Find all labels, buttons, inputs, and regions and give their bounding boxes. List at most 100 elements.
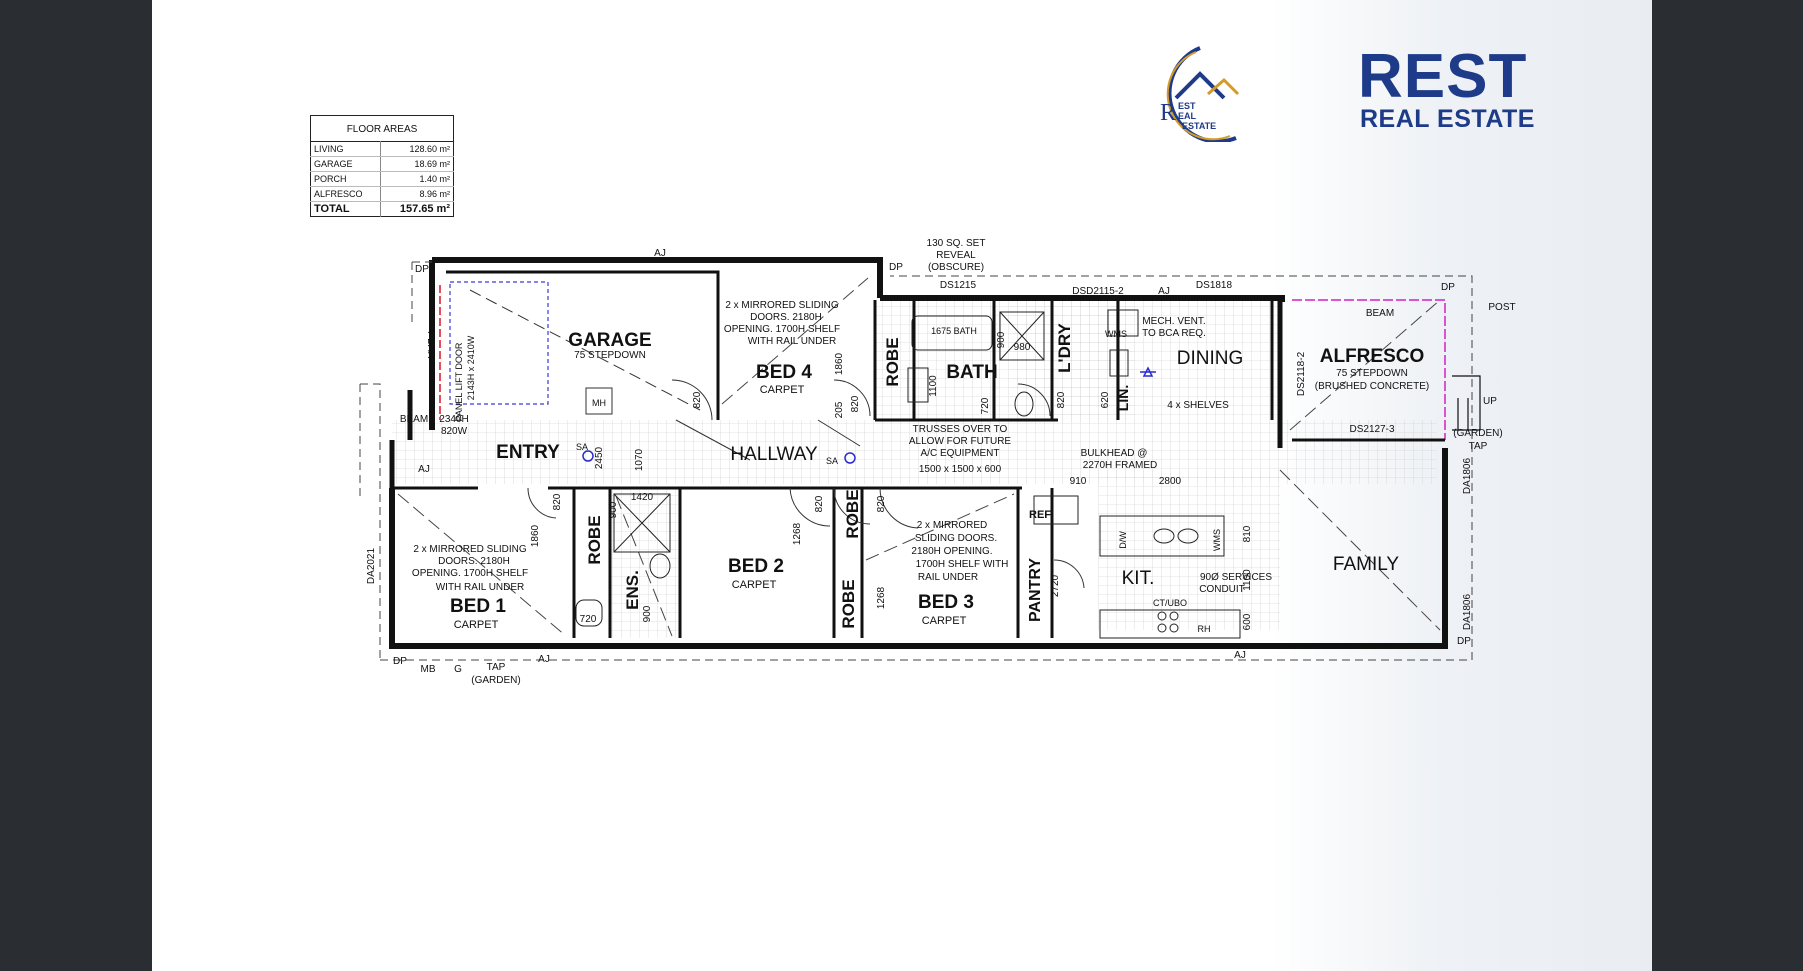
note-reveal-3: (OBSCURE) [928,262,984,273]
note-services-2: CONDUIT [1199,584,1245,595]
plan-notes: 130 SQ. SET REVEAL (OBSCURE) 2 x MIRRORE… [400,238,1516,686]
note-reveal-1: 130 SQ. SET [927,238,986,249]
code-dp-bl: DP [393,656,407,667]
note-tap-right-1: (GARDEN) [1453,428,1502,439]
room-robe-bed3: ROBE [839,579,858,628]
room-hallway: HALLWAY [730,444,818,465]
dim-820c: 820 [1056,391,1067,408]
note-tap-right-2: TAP [1469,441,1488,452]
ens-shower-icon [613,493,671,553]
step-markers [1452,375,1481,431]
dim-820e: 820 [814,495,825,512]
toilet-icon [1014,391,1034,417]
room-garage: GARAGE [568,330,651,351]
opening-codes: DS1215 DSD2115-2 DS1818 DS2118-2 DS2127-… [366,248,1473,675]
note-tap-2: (GARDEN) [471,675,520,686]
note-mech-vent-1: MECH. VENT. [1142,316,1205,327]
room-robe-bed2: ROBE [843,489,862,538]
area-name: ALFRESCO [310,186,381,202]
note-dw: D/W [1118,531,1128,549]
dim-910: 910 [1070,476,1087,487]
room-alfresco-note2: (BRUSHED CONCRETE) [1315,381,1429,392]
smoke-alarm-icon [582,450,594,462]
dim-205: 205 [834,401,845,418]
room-alfresco: ALFRESCO [1320,346,1425,367]
dim-980: 980 [1014,342,1031,353]
note-mech-vent-2: TO BCA REQ. [1142,328,1206,339]
code-aj-bottom: AJ [538,654,550,665]
room-linen: LIN. [1115,385,1131,411]
code-sa-hall: SA [826,456,838,466]
room-bed1-floor: CARPET [454,619,499,631]
note-tbar: T-BAR [425,329,436,358]
room-laundry: L'DRY [1055,323,1074,373]
code-da1806-b: DA1806 [1462,593,1473,630]
code-ds2118: DS2118-2 [1296,351,1307,396]
code-ds1215: DS1215 [940,280,977,291]
room-pantry: PANTRY [1027,558,1044,622]
note-mh: MH [592,398,606,408]
note-beam-top: BEAM [1366,308,1394,319]
code-dp-br: DP [1457,636,1471,647]
code-sa-entry: SA [576,442,588,452]
roof-line [359,261,1473,661]
note-up: UP [1483,396,1497,407]
brochure-sheet [152,0,1652,971]
dim-900a: 900 [996,331,1007,348]
kitchen-island-icon [1099,515,1225,557]
dim-820d: 820 [552,493,563,510]
note-panel-lift-2: 2143H x 2410W [466,335,476,400]
logo-wordmark: REST [1358,42,1528,111]
note-shelves: 4 x SHELVES [1167,400,1229,411]
area-total-name: TOTAL [314,203,350,215]
note-bulkhead-1: BULKHEAD @ [1081,448,1148,459]
code-mb: MB [421,664,436,675]
room-bed4: BED 4 [756,362,812,383]
sheet-gradient [1270,0,1652,971]
note-bathtub: 1675 BATH [931,326,977,336]
dim-1100b: 1100 [1242,569,1253,591]
code-g: G [454,664,462,675]
code-aj-top: AJ [654,248,666,259]
code-ds2127: DS2127-3 [1349,424,1394,435]
dim-810: 810 [1242,525,1253,542]
dim-720b: 720 [980,397,991,414]
exhaust-fan-icon [1140,366,1156,377]
note-trusses-2: ALLOW FOR FUTURE [909,436,1012,447]
note-bed4-doors-2: DOORS. 2180H [750,312,822,323]
logo-mark-text-2: EAL [1178,111,1197,121]
area-value: 1.40 m² [380,171,454,187]
room-garage-note: 75 STEPDOWN [574,350,646,361]
note-tap-1: TAP [487,662,506,673]
garage-detail [449,281,701,415]
dim-1420: 1420 [631,492,654,503]
note-services-1: 90Ø SERVICES [1200,572,1272,583]
ens-vanity-icon [575,599,603,627]
dim-2800: 2800 [1159,476,1182,487]
room-dining: DINING [1177,348,1244,369]
room-alfresco-note1: 75 STEPDOWN [1336,368,1408,379]
room-entry: ENTRY [496,442,560,463]
note-bed1-doors-3: OPENING. 1700H SHELF [412,568,528,579]
label-fridge: REF [1029,509,1051,521]
note-wms: WMS [1105,329,1127,339]
note-panel-lift-1: PANEL LIFT DOOR [454,342,464,421]
room-bed2: BED 2 [728,556,784,577]
note-bed3-doors-3: 2180H OPENING. [911,546,992,557]
exterior-walls [389,257,1448,649]
note-beam-left: BEAM [400,414,428,425]
note-bed4-doors-3: OPENING. 1700H SHELF [724,324,840,335]
dim-820b: 820 [850,395,861,412]
area-value: 128.60 m² [380,141,454,157]
ceiling-diagonals [397,277,1441,637]
note-bed3-doors-2: SLIDING DOORS. [915,533,997,544]
note-reveal-2: REVEAL [936,250,976,261]
logo-mark-letter: R [1160,100,1176,126]
